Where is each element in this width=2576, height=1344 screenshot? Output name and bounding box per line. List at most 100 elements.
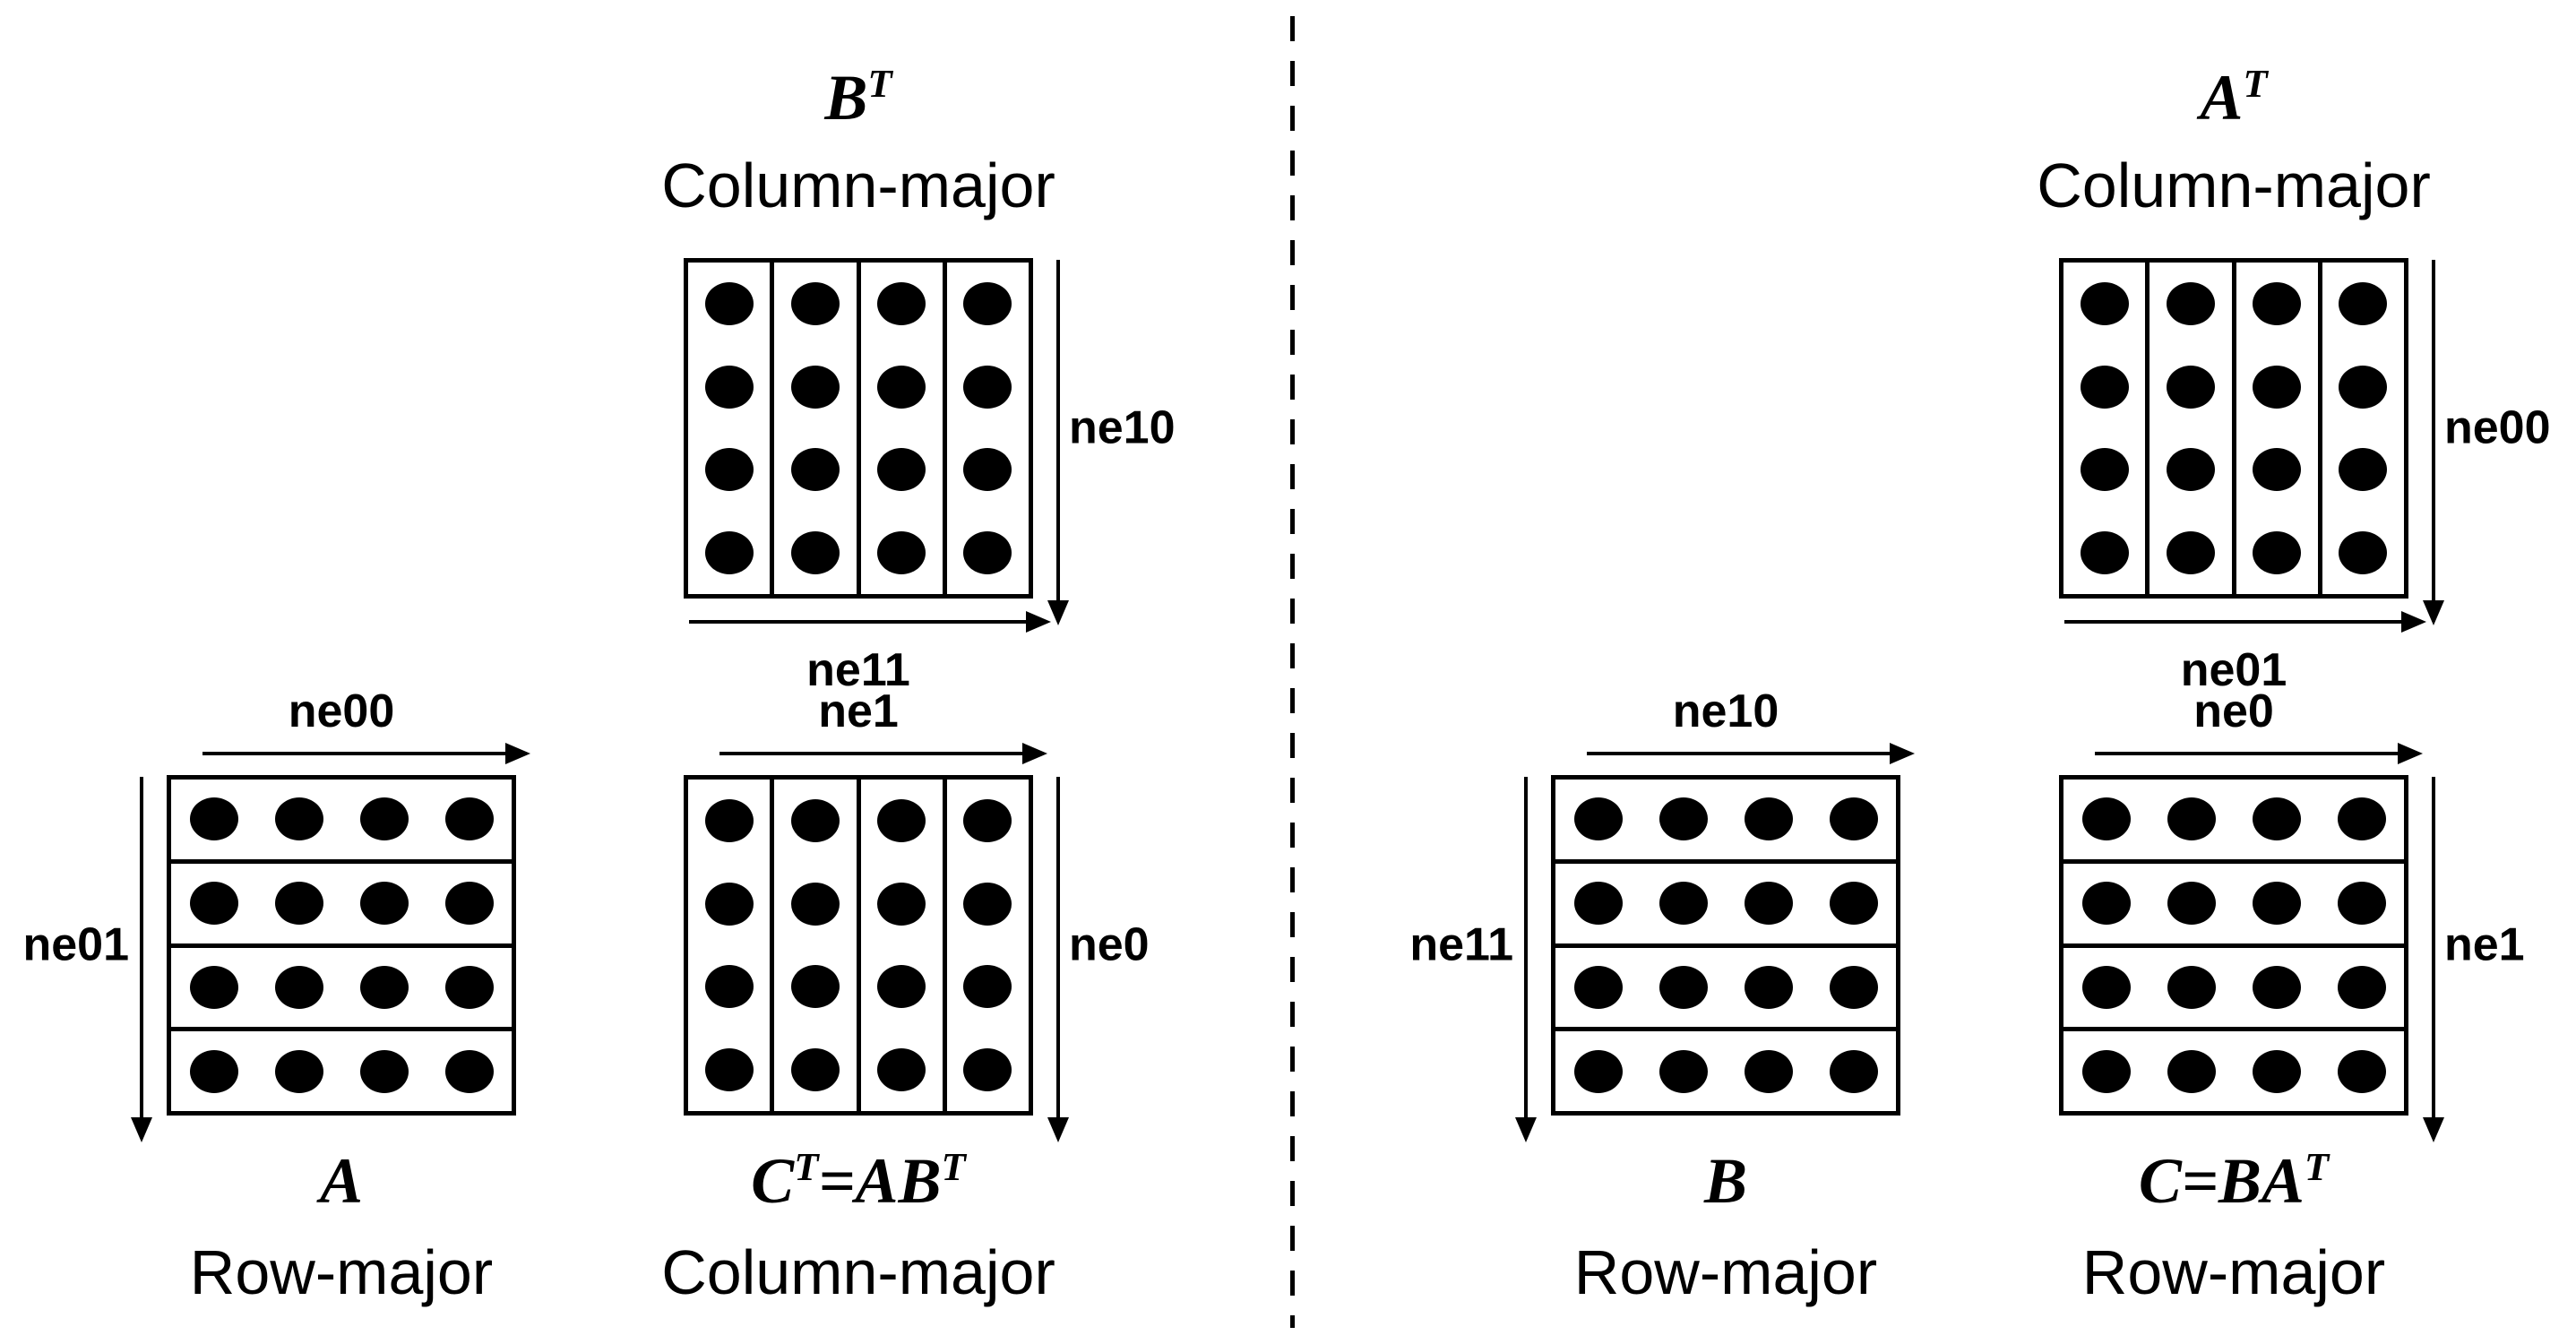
matrix-element-dot <box>444 1049 494 1093</box>
matrix-element-dot <box>1829 1049 1878 1093</box>
matrix-element-dot <box>1573 965 1623 1009</box>
matrix-element-dot <box>359 1049 409 1093</box>
dim-label: ne11 <box>1409 918 1513 971</box>
matrix-element-dot <box>704 282 754 326</box>
matrix-element-dot <box>1658 1049 1708 1093</box>
matrix-element-dot <box>189 965 238 1009</box>
matrix-row <box>1555 1027 1896 1111</box>
matrix-element-dot <box>877 282 926 326</box>
name-segment: T <box>794 1144 819 1189</box>
matrix-row <box>1555 858 1896 943</box>
matrix-column <box>2063 263 2145 594</box>
name-segment: B <box>824 61 868 134</box>
storage-order-label: Column-major <box>661 1237 1055 1308</box>
right-arrow <box>2095 752 2399 755</box>
matrix-element-dot <box>2167 882 2216 926</box>
matrix-element-dot <box>2252 797 2301 841</box>
down-arrow <box>2432 260 2435 602</box>
matrix-box <box>684 258 1033 599</box>
matrix-box <box>1551 775 1900 1116</box>
matrix-element-dot <box>274 797 323 841</box>
matrix-title: A Row-major <box>41 1145 642 1308</box>
name-segment: =BA <box>2181 1145 2305 1217</box>
matrix-title: B Row-major <box>1426 1145 2026 1307</box>
matrix-element-dot <box>877 530 926 574</box>
matrix-element-dot <box>790 1047 840 1091</box>
matrix-element-dot <box>444 965 494 1009</box>
matrix-element-dot <box>877 799 926 843</box>
dim-label: ne1 <box>2444 918 2525 971</box>
matrix-column <box>2231 263 2318 594</box>
matrix-element-dot <box>359 965 409 1009</box>
matrix-element-dot <box>2337 965 2386 1009</box>
right-arrow <box>719 752 1024 755</box>
matrix-element-dot <box>2167 1049 2216 1093</box>
matrix-element-dot <box>189 1049 238 1093</box>
matrix-title: AT Column-major <box>1934 61 2534 220</box>
right-arrow <box>689 620 1028 624</box>
matrix-element-dot <box>2166 448 2215 492</box>
matrix-element-dot <box>2166 282 2215 326</box>
dim-label: ne0 <box>2193 685 2274 737</box>
name-segment: T <box>941 1144 966 1189</box>
matrix-element-dot <box>877 1047 926 1091</box>
matrix-element-dot <box>444 797 494 841</box>
dashed-divider <box>1290 16 1295 1328</box>
matrix-c: ne0 ne1 C=BAT Row-major <box>2059 685 2525 1307</box>
matrix-element-dot <box>963 882 1012 926</box>
matrix-row <box>171 780 512 859</box>
matrix-element-dot <box>1829 882 1878 926</box>
matrix-element-dot <box>1744 797 1793 841</box>
matrix-box <box>2059 775 2408 1116</box>
matrix-element-dot <box>2252 965 2301 1009</box>
matrix-box <box>167 775 516 1116</box>
matrix-a-transpose: AT Column-major ne01 ne00 <box>2037 62 2550 695</box>
matrix-element-dot <box>1744 882 1793 926</box>
right-arrow <box>202 752 507 755</box>
right-arrow <box>2064 620 2403 624</box>
matrix-element-dot <box>2167 965 2216 1009</box>
matrix-element-dot <box>2337 797 2386 841</box>
matrix-box <box>2059 258 2408 599</box>
matrix-element-dot <box>1573 1049 1623 1093</box>
right-arrow <box>1587 752 1891 755</box>
matrix-title: BT Column-major <box>558 61 1159 220</box>
matrix-element-dot <box>877 448 926 492</box>
down-arrow <box>2432 777 2435 1119</box>
matrix-element-dot <box>189 882 238 926</box>
matrix-a: ne00 ne01 A Row-major <box>22 685 516 1307</box>
matrix-row <box>2063 1027 2404 1111</box>
matrix-column <box>688 780 770 1111</box>
matrix-box <box>684 775 1033 1116</box>
matrix-element-dot <box>963 448 1012 492</box>
matrix-title: C=BAT Row-major <box>1934 1144 2534 1307</box>
name-segment: T <box>2304 1144 2330 1189</box>
matrix-element-dot <box>790 282 840 326</box>
matrix-element-dot <box>704 530 754 574</box>
matrix-element-dot <box>2080 448 2129 492</box>
name-segment: C <box>2138 1145 2182 1217</box>
matrix-column <box>2145 263 2231 594</box>
dim-label: ne00 <box>2444 401 2551 454</box>
dim-label: ne10 <box>1672 685 1779 737</box>
matrix-column <box>856 780 943 1111</box>
matrix-element-dot <box>704 965 754 1009</box>
matrix-element-dot <box>963 799 1012 843</box>
name-segment: C <box>751 1145 795 1217</box>
matrix-name: A <box>41 1145 642 1217</box>
matrix-element-dot <box>790 448 840 492</box>
matrix-element-dot <box>444 882 494 926</box>
matrix-element-dot <box>1744 965 1793 1009</box>
matrix-element-dot <box>790 799 840 843</box>
matrix-element-dot <box>2339 365 2388 409</box>
matrix-element-dot <box>2167 797 2216 841</box>
name-segment: =AB <box>818 1145 942 1217</box>
storage-order-label: Row-major <box>189 1237 494 1308</box>
matrix-element-dot <box>790 365 840 409</box>
name-segment: A <box>2200 61 2244 134</box>
name-segment: A <box>319 1145 364 1217</box>
matrix-row <box>2063 858 2404 943</box>
matrix-name: CT=ABT <box>558 1144 1159 1217</box>
matrix-element-dot <box>790 965 840 1009</box>
matrix-element-dot <box>359 797 409 841</box>
